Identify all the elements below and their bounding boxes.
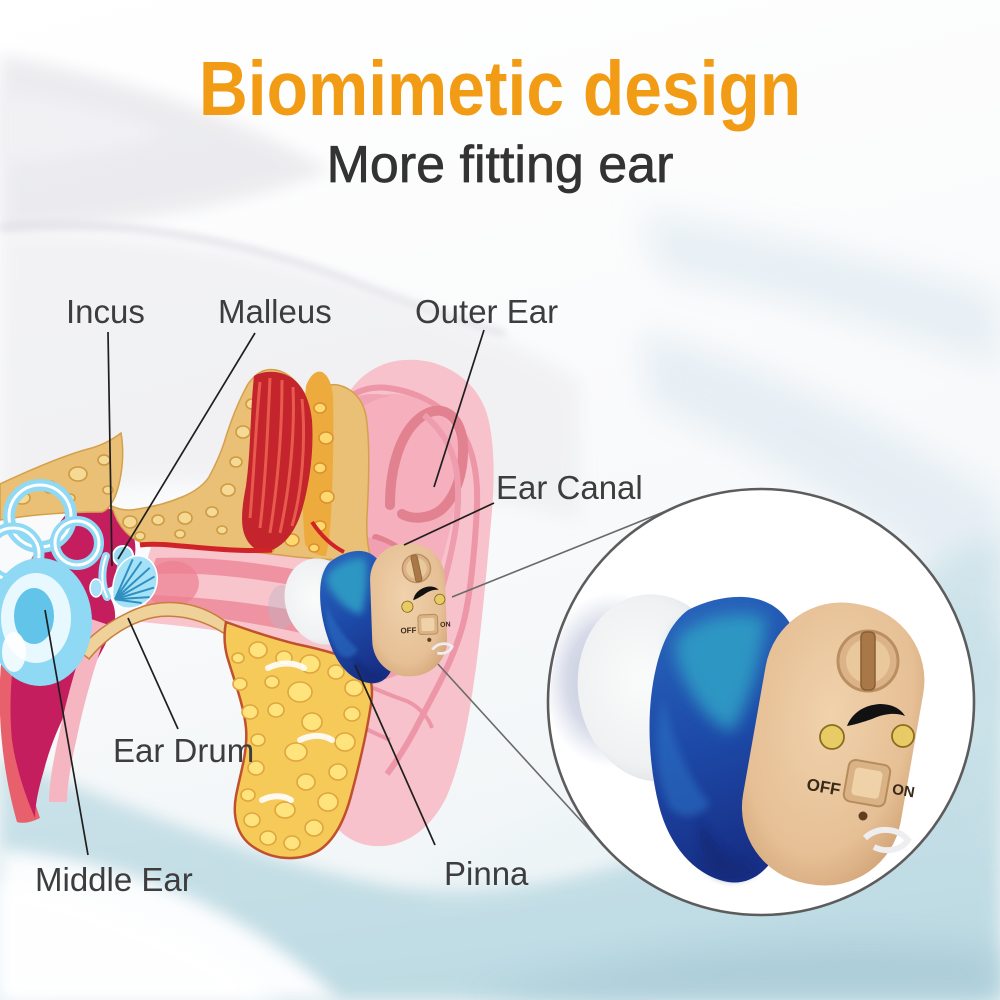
- svg-text:More fitting ear: More fitting ear: [327, 136, 674, 194]
- svg-text:Middle Ear: Middle Ear: [35, 861, 193, 898]
- svg-text:Incus: Incus: [66, 293, 145, 330]
- svg-text:ON: ON: [891, 781, 916, 802]
- svg-text:Outer Ear: Outer Ear: [415, 293, 558, 330]
- svg-text:Ear Canal: Ear Canal: [496, 469, 643, 506]
- svg-text:Ear Drum: Ear Drum: [113, 732, 254, 769]
- svg-text:Malleus: Malleus: [218, 293, 332, 330]
- svg-text:Pinna: Pinna: [444, 855, 529, 892]
- svg-text:Biomimetic design: Biomimetic design: [199, 46, 801, 132]
